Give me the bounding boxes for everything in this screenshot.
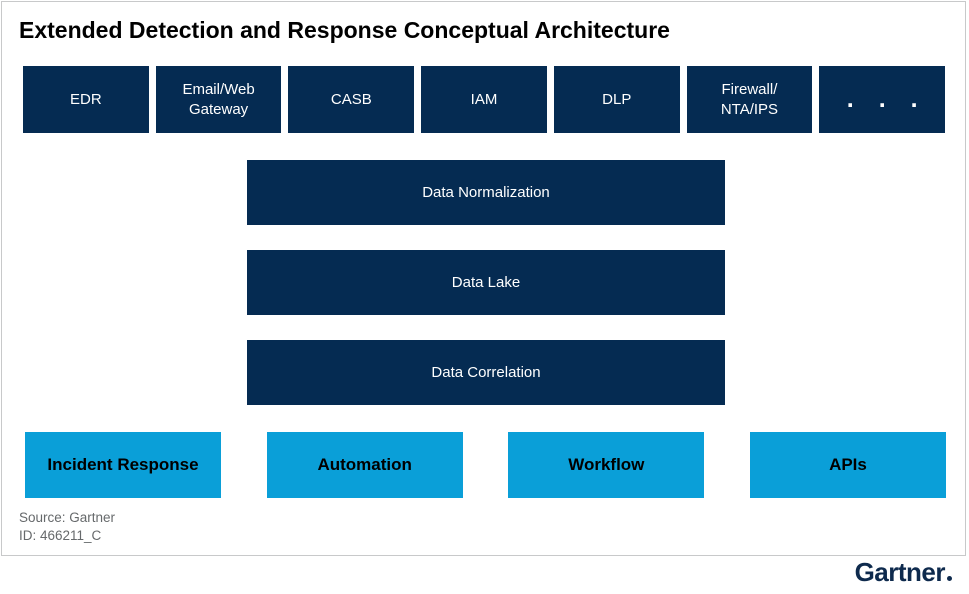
figure-frame: Extended Detection and Response Conceptu… (1, 1, 966, 556)
response-capabilities-row: Incident Response Automation Workflow AP… (25, 432, 946, 498)
box-workflow: Workflow (508, 432, 705, 498)
box-incident-response: Incident Response (25, 432, 221, 498)
box-automation-label: Automation (317, 455, 412, 474)
source-note: Source: Gartner ID: 466211_C (19, 509, 115, 545)
figure-title: Extended Detection and Response Conceptu… (19, 17, 670, 43)
figure-id-line: ID: 466211_C (19, 528, 102, 543)
box-edr-label: EDR (70, 90, 102, 108)
box-dlp-label: DLP (602, 90, 632, 108)
box-iam-label: IAM (470, 90, 498, 108)
box-data-lake: Data Lake (247, 250, 725, 315)
source-line: Source: Gartner (19, 510, 116, 525)
gartner-logo-dot-icon (947, 576, 952, 581)
ellipsis-dots: . . . (846, 85, 927, 114)
box-data-correlation: Data Correlation (247, 340, 725, 405)
box-data-normalization-label: Data Normalization (422, 183, 550, 201)
box-casb: CASB (288, 66, 415, 133)
box-data-lake-label: Data Lake (451, 273, 521, 291)
telemetry-sources-row: EDR Email/Web Gateway CASB IAM DLP Firew… (23, 66, 946, 133)
box-dlp: DLP (553, 66, 680, 133)
box-data-correlation-label: Data Correlation (431, 363, 541, 381)
box-iam: IAM (421, 66, 547, 133)
box-email-web-gateway-label: Email/Web Gateway (182, 81, 255, 118)
box-casb-label: CASB (330, 90, 372, 108)
box-workflow-label: Workflow (568, 455, 645, 474)
box-ellipsis: . . . (819, 66, 946, 133)
box-edr: EDR (23, 66, 149, 133)
box-incident-response-label: Incident Response (47, 455, 199, 474)
box-data-normalization: Data Normalization (247, 160, 725, 225)
gartner-logo-text: Gartner (854, 557, 946, 587)
box-email-web-gateway: Email/Web Gateway (155, 66, 282, 133)
box-firewall-nta-ips-label: Firewall/ NTA/IPS (720, 81, 779, 118)
box-apis-label: APIs (829, 455, 867, 474)
gartner-logo: Gartner (855, 557, 952, 588)
box-firewall-nta-ips: Firewall/ NTA/IPS (686, 66, 813, 133)
box-automation: Automation (266, 432, 463, 498)
box-apis: APIs (749, 432, 946, 498)
